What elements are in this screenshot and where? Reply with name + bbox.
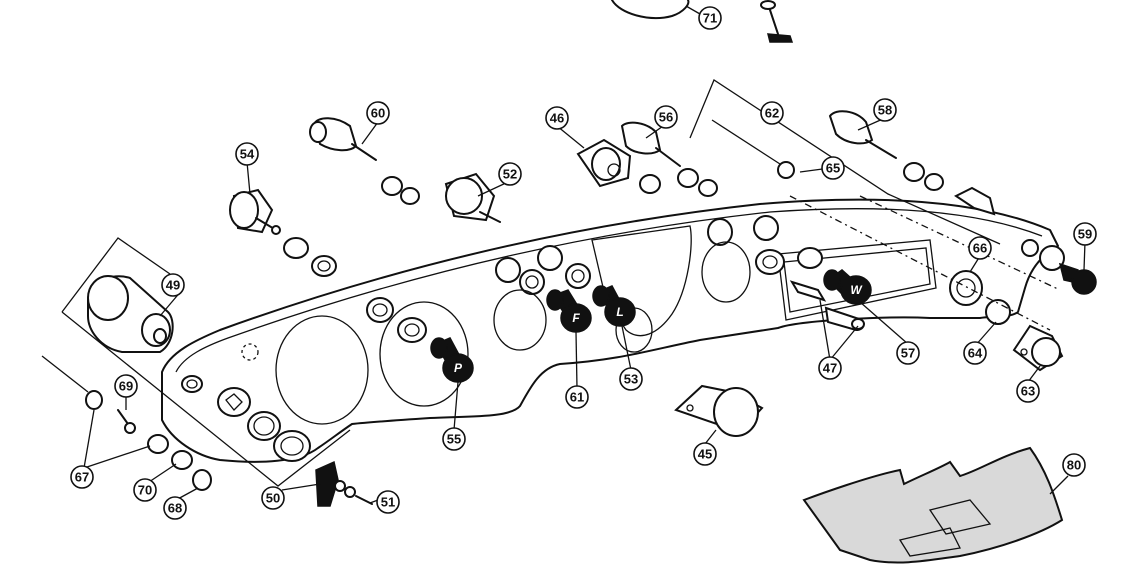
callout-51-text: 51	[381, 495, 395, 510]
switch-66	[949, 270, 983, 306]
ring-part-71	[611, 0, 701, 20]
bracket-right	[954, 186, 996, 216]
callout-47-text: 47	[823, 361, 837, 376]
callout-45: 45	[693, 442, 717, 466]
box-outline-62	[689, 79, 1001, 245]
callout-69: 69	[114, 374, 138, 398]
callout-59: 59	[1073, 222, 1097, 246]
lamp-63	[1012, 324, 1064, 372]
switch-56	[620, 121, 718, 197]
callout-62-text: 62	[765, 106, 779, 121]
left-panel-rings	[181, 375, 311, 462]
switch-50-51	[315, 460, 373, 507]
knob-l: L	[592, 285, 636, 327]
callout-45-text: 45	[698, 447, 712, 462]
lamp-45	[674, 384, 764, 437]
callout-58-text: 58	[878, 103, 892, 118]
callout-80: 80	[1062, 453, 1086, 477]
callout-61-text: 61	[570, 390, 584, 405]
callout-47: 47	[818, 356, 842, 380]
callout-50-text: 50	[266, 491, 280, 506]
callout-65-text: 65	[826, 161, 840, 176]
callout-67: 67	[70, 465, 94, 489]
callout-60: 60	[366, 101, 390, 125]
switch-52	[444, 172, 501, 223]
leader-lines	[83, 117, 1086, 504]
callout-49: 49	[161, 273, 185, 297]
knob-p: P	[430, 337, 474, 383]
callout-53: 53	[619, 367, 643, 391]
callout-64: 64	[963, 341, 987, 365]
callout-67-text: 67	[75, 470, 89, 485]
knob-59	[1021, 239, 1097, 295]
callout-80-text: 80	[1067, 458, 1081, 473]
callout-51: 51	[376, 490, 400, 514]
speedometer-hole	[275, 315, 369, 425]
dashed-hole-marker	[241, 343, 259, 361]
washer-70b	[171, 450, 193, 470]
tacho-hole	[379, 301, 469, 407]
callout-59-text: 59	[1078, 227, 1092, 242]
callout-71: 71	[698, 6, 722, 30]
callout-68: 68	[163, 496, 187, 520]
callout-53-text: 53	[624, 372, 638, 387]
switch-58	[828, 110, 944, 191]
centerline-62	[789, 195, 1051, 331]
callout-52-text: 52	[503, 167, 517, 182]
washer-70a	[147, 434, 169, 454]
ring-64	[985, 299, 1011, 325]
callout-50: 50	[261, 486, 285, 510]
cable-62	[711, 119, 795, 179]
cable-67	[41, 355, 103, 410]
callout-52: 52	[498, 162, 522, 186]
screw-69	[117, 409, 136, 434]
screw-part-top	[760, 0, 794, 43]
callout-56: 56	[654, 105, 678, 129]
callout-64-text: 64	[968, 346, 983, 361]
knob-l-letter: L	[616, 305, 623, 319]
floor-mat-80	[802, 446, 1064, 564]
callout-66-text: 66	[973, 241, 987, 256]
callout-63: 63	[1016, 379, 1040, 403]
callout-70-text: 70	[138, 483, 152, 498]
centerline-58	[859, 195, 1061, 291]
knob-p-letter: P	[454, 361, 463, 375]
callout-70: 70	[133, 478, 157, 502]
switch-54	[229, 188, 337, 277]
knob-f: F	[546, 289, 592, 333]
callout-54-text: 54	[240, 147, 255, 162]
callout-54: 54	[235, 142, 259, 166]
callout-57-text: 57	[901, 346, 915, 361]
gauge-unit-49	[87, 275, 174, 353]
callout-55: 55	[442, 427, 466, 451]
callout-69-text: 69	[119, 379, 133, 394]
switch-60	[309, 117, 420, 205]
knob-f-letter: F	[572, 311, 580, 325]
callout-62: 62	[760, 101, 784, 125]
callout-60-text: 60	[371, 106, 385, 121]
callout-68-text: 68	[168, 501, 182, 516]
callout-65: 65	[821, 156, 845, 180]
knob-w: W	[823, 269, 872, 305]
callout-71-text: 71	[703, 11, 717, 26]
callout-49-text: 49	[166, 278, 180, 293]
callout-56-text: 56	[659, 110, 673, 125]
callout-46-text: 46	[550, 111, 564, 126]
box-outline-49	[61, 237, 351, 487]
callout-57: 57	[896, 341, 920, 365]
callout-58: 58	[873, 98, 897, 122]
callout-46: 46	[545, 106, 569, 130]
ignition-key-47	[789, 280, 865, 332]
cap-68	[192, 469, 212, 491]
callout-55-text: 55	[447, 432, 461, 447]
center-rings	[366, 215, 823, 353]
callout-66: 66	[968, 236, 992, 260]
callout-63-text: 63	[1021, 384, 1035, 399]
callout-61: 61	[565, 385, 589, 409]
switch-46	[576, 138, 632, 188]
knob-w-letter: W	[850, 283, 863, 297]
